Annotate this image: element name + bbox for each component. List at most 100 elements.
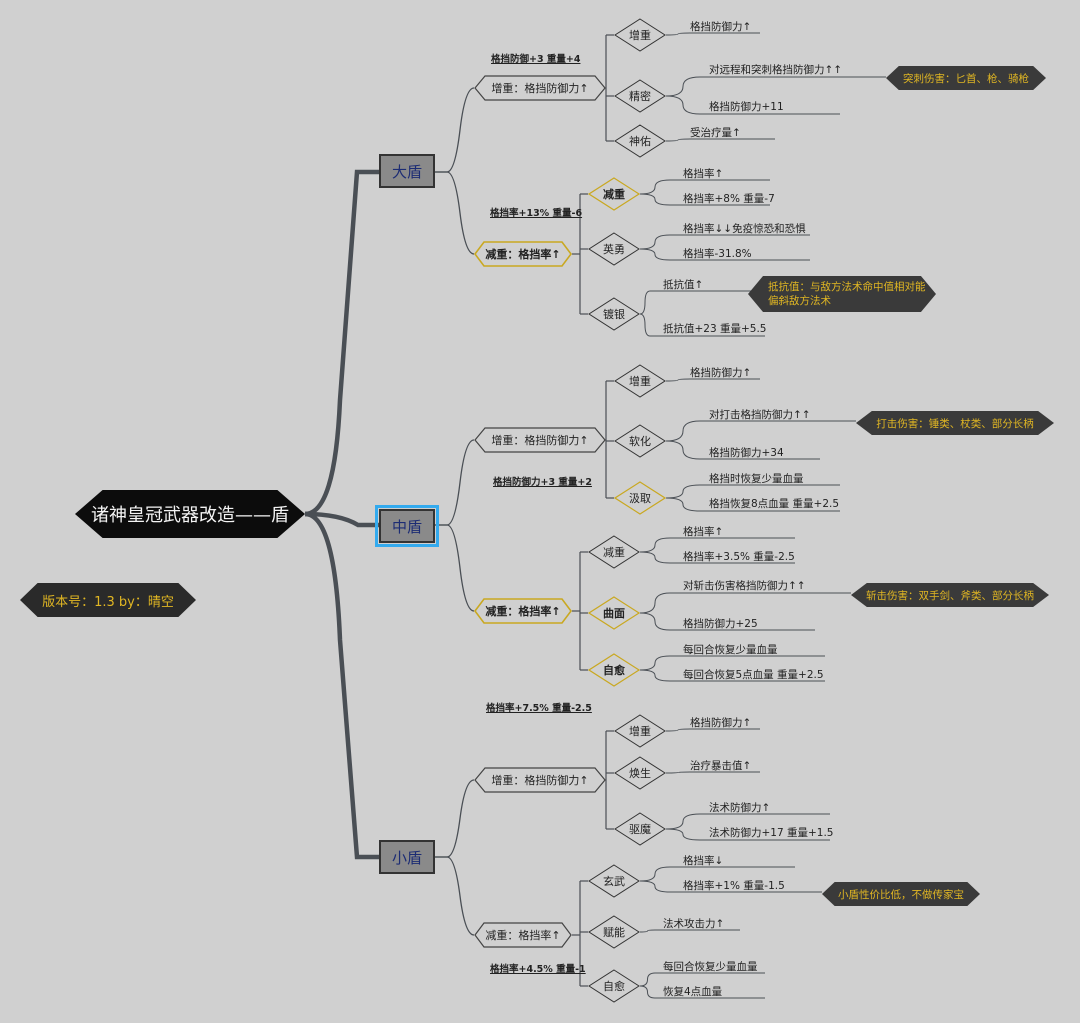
branch-label: 增重：格挡防御力↑ (491, 434, 589, 447)
leaf-text: 抵抗值↑ (663, 279, 704, 291)
branch-label: 减重：格挡率↑ (485, 248, 561, 261)
option-label: 精密 (629, 90, 651, 103)
option-node[interactable]: 神佑 (614, 124, 666, 158)
leaf-text: 格挡率↓↓免疫惊恐和恐惧 (683, 223, 806, 235)
branch-weight-node[interactable]: 增重：格挡防御力↑ (474, 427, 606, 453)
branch-label: 减重：格挡率↑ (485, 605, 561, 618)
option-label: 镀银 (603, 308, 625, 321)
branch-note: 格挡防御+3 重量+4 (491, 54, 581, 65)
leaf-text: 每回合恢复少量血量 (683, 644, 778, 656)
root-title: 诸神皇冠武器改造——盾 (91, 505, 289, 526)
option-label: 曲面 (603, 607, 625, 620)
option-node[interactable]: 焕生 (614, 756, 666, 790)
leaf-text: 受治疗量↑ (690, 127, 741, 139)
option-node[interactable]: 自愈 (588, 969, 640, 1003)
option-node[interactable]: 镀银 (588, 297, 640, 331)
callout-pierce: 突刺伤害：匕首、枪、骑枪 (886, 66, 1046, 90)
leaf-text: 格挡防御力↑ (690, 717, 752, 729)
version-text: 版本号：1.3 by：晴空 (42, 594, 174, 610)
callout-blunt: 打击伤害：锤类、杖类、部分长柄 (856, 411, 1054, 435)
branch-label: 增重：格挡防御力↑ (491, 774, 589, 787)
branch-note: 格挡率+7.5% 重量-2.5 (486, 703, 592, 714)
shield-name: 小盾 (391, 848, 422, 867)
option-node[interactable]: 增重 (614, 364, 666, 398)
leaf-text: 格挡率+3.5% 重量-2.5 (683, 551, 795, 563)
leaf-text: 抵抗值+23 重量+5.5 (663, 323, 767, 335)
leaf-text: 治疗暴击值↑ (690, 760, 752, 772)
leaf-text: 格挡率-31.8% (683, 248, 752, 260)
callout-slash: 斩击伤害：双手剑、斧类、部分长柄 (851, 583, 1049, 607)
version-label: 版本号：1.3 by：晴空 (20, 583, 196, 617)
branch-weight-node[interactable]: 增重：格挡防御力↑ (474, 75, 606, 101)
leaf-text: 对远程和突刺格挡防御力↑↑ (709, 64, 843, 76)
option-label: 汲取 (629, 492, 651, 505)
option-node[interactable]: 增重 (614, 714, 666, 748)
branch-weight-node[interactable]: 增重：格挡防御力↑ (474, 767, 606, 793)
leaf-text: 法术防御力↑ (709, 802, 771, 814)
leaf-text: 格挡恢复8点血量 重量+2.5 (709, 498, 840, 510)
option-node[interactable]: 汲取 (614, 481, 666, 515)
branch-note: 格挡率+4.5% 重量-1 (490, 964, 586, 975)
option-node[interactable]: 赋能 (588, 915, 640, 949)
option-node[interactable]: 减重 (588, 535, 640, 569)
branch-label: 增重：格挡防御力↑ (491, 82, 589, 95)
leaf-text: 格挡时恢复少量血量 (709, 473, 804, 485)
leaf-text: 格挡率↓ (683, 855, 724, 867)
option-label: 玄武 (603, 875, 625, 888)
shield-name: 大盾 (391, 162, 422, 181)
option-label: 减重 (603, 546, 625, 559)
leaf-text: 格挡防御力+11 (709, 101, 784, 113)
option-label: 自愈 (603, 664, 625, 677)
option-node[interactable]: 增重 (614, 18, 666, 52)
option-label: 神佑 (629, 135, 651, 148)
option-node[interactable]: 曲面 (588, 596, 640, 630)
leaf-text: 对斩击伤害格挡防御力↑↑ (683, 580, 806, 592)
callout-text: 打击伤害：锤类、杖类、部分长柄 (876, 417, 1034, 430)
option-node[interactable]: 精密 (614, 79, 666, 113)
branch-label: 减重：格挡率↑ (485, 929, 561, 942)
branch-light-node[interactable]: 减重：格挡率↑ (474, 241, 572, 267)
option-node[interactable]: 软化 (614, 424, 666, 458)
branch-note: 格挡防御力+3 重量+2 (493, 477, 592, 488)
option-node[interactable]: 减重 (588, 177, 640, 211)
leaf-text: 格挡防御力↑ (690, 21, 752, 33)
option-label: 英勇 (603, 243, 625, 256)
option-label: 软化 (629, 435, 651, 448)
callout-text: 小盾性价比低，不做传家宝 (838, 888, 964, 901)
option-node[interactable]: 玄武 (588, 864, 640, 898)
branch-light-node[interactable]: 减重：格挡率↑ (474, 598, 572, 624)
callout-resist: 抵抗值：与敌方法术命中值相对能偏斜敌方法术 (748, 276, 936, 312)
option-label: 增重 (629, 29, 651, 42)
shield-node-medium[interactable]: 中盾 (375, 505, 439, 547)
leaf-text: 对打击格挡防御力↑↑ (709, 409, 811, 421)
option-node[interactable]: 自愈 (588, 653, 640, 687)
leaf-text: 格挡率↑ (683, 526, 724, 538)
option-label: 赋能 (603, 926, 625, 939)
leaf-text: 每回合恢复少量血量 (663, 961, 758, 973)
leaf-text: 恢复4点血量 (663, 986, 723, 998)
shield-node-small[interactable]: 小盾 (379, 840, 435, 874)
shield-node-large[interactable]: 大盾 (379, 154, 435, 188)
leaf-text: 格挡率↑ (683, 168, 724, 180)
option-label: 减重 (603, 188, 625, 201)
callout-text: 突刺伤害：匕首、枪、骑枪 (903, 72, 1029, 85)
leaf-text: 法术攻击力↑ (663, 918, 725, 930)
callout-text: 斩击伤害：双手剑、斧类、部分长柄 (866, 589, 1034, 602)
option-label: 驱魔 (629, 823, 651, 836)
option-node[interactable]: 驱魔 (614, 812, 666, 846)
leaf-text: 法术防御力+17 重量+1.5 (709, 827, 834, 839)
option-label: 增重 (629, 375, 651, 388)
leaf-text: 格挡率+8% 重量-7 (683, 193, 775, 205)
leaf-text: 格挡防御力+34 (709, 447, 784, 459)
shield-name: 中盾 (391, 517, 422, 536)
option-label: 增重 (629, 725, 651, 738)
option-label: 自愈 (603, 980, 625, 993)
option-node[interactable]: 英勇 (588, 232, 640, 266)
leaf-text: 格挡防御力+25 (683, 618, 758, 630)
root-node: 诸神皇冠武器改造——盾 (75, 490, 305, 538)
branch-note: 格挡率+13% 重量-6 (490, 208, 583, 219)
branch-light-node[interactable]: 减重：格挡率↑ (474, 922, 572, 948)
leaf-text: 格挡防御力↑ (690, 367, 752, 379)
option-label: 焕生 (629, 767, 651, 780)
